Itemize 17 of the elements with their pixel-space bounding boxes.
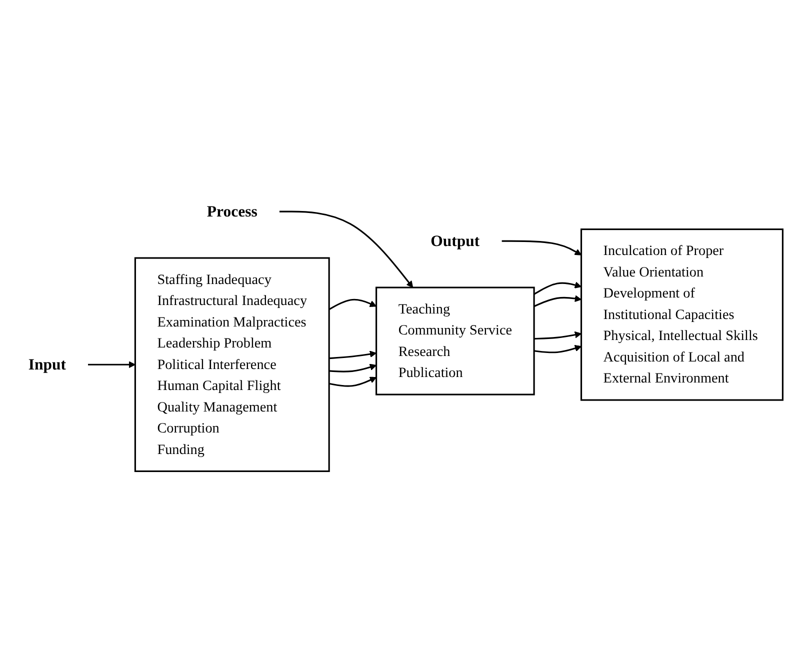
arrow bbox=[534, 344, 582, 354]
node-box: Inculcation of Proper Value Orientation Development of Institutional Capacities Physical, Intellectual Skills Acquisition of Local and External Environment bbox=[580, 228, 784, 401]
node-text: Process bbox=[206, 202, 258, 220]
arrow bbox=[534, 331, 582, 340]
arrow bbox=[329, 350, 377, 360]
arrow bbox=[279, 210, 414, 288]
node-text: Input bbox=[28, 356, 66, 374]
arrow bbox=[534, 282, 582, 295]
arrow bbox=[502, 240, 582, 256]
node-box: Staffing Inadequacy Infrastructural Inadequacy Examination Malpractices Leadership Problem Political Interference Human Capital Flight Quality Management Corruption Funding bbox=[134, 257, 330, 472]
node-text: Output bbox=[430, 232, 480, 250]
arrow bbox=[329, 364, 377, 372]
arrow bbox=[328, 376, 377, 387]
node-box: Teaching Community Service Research Publication bbox=[376, 286, 535, 396]
arrow bbox=[88, 361, 136, 368]
arrow bbox=[328, 298, 377, 310]
arrow bbox=[534, 295, 582, 308]
